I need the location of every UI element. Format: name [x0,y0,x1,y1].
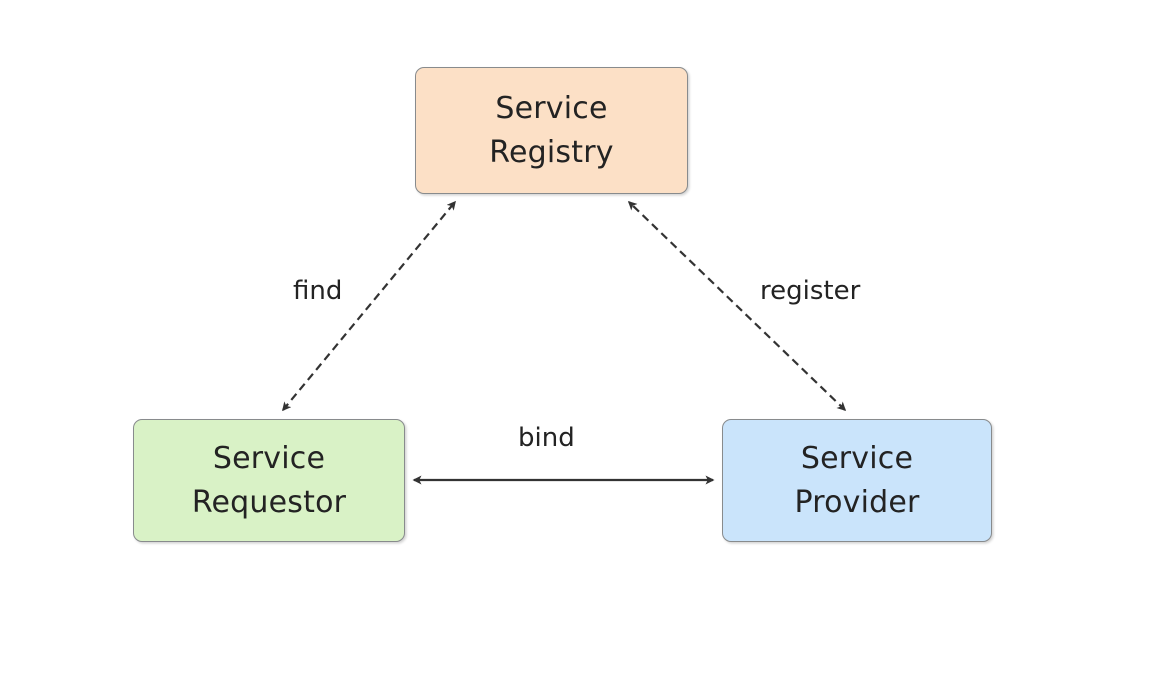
node-service-registry-line-1: Service [495,91,608,126]
node-service-requestor-line-2: Requestor [191,484,347,520]
node-service-provider[interactable]: Service Provider [722,419,992,542]
node-service-requestor-line-1: Service [212,441,326,476]
edge-find-line [282,200,456,412]
node-service-registry[interactable]: Service Registry [415,67,688,194]
node-service-provider-line-1: Service [800,441,914,476]
edge-label-find: find [288,276,348,306]
edge-register-line [627,200,847,412]
node-service-requestor[interactable]: Service Requestor [133,419,405,542]
edge-label-register: register [755,276,866,306]
node-service-registry-line-2: Registry [489,134,614,170]
node-service-provider-line-2: Provider [794,484,920,520]
edge-label-bind: bind [513,423,580,453]
